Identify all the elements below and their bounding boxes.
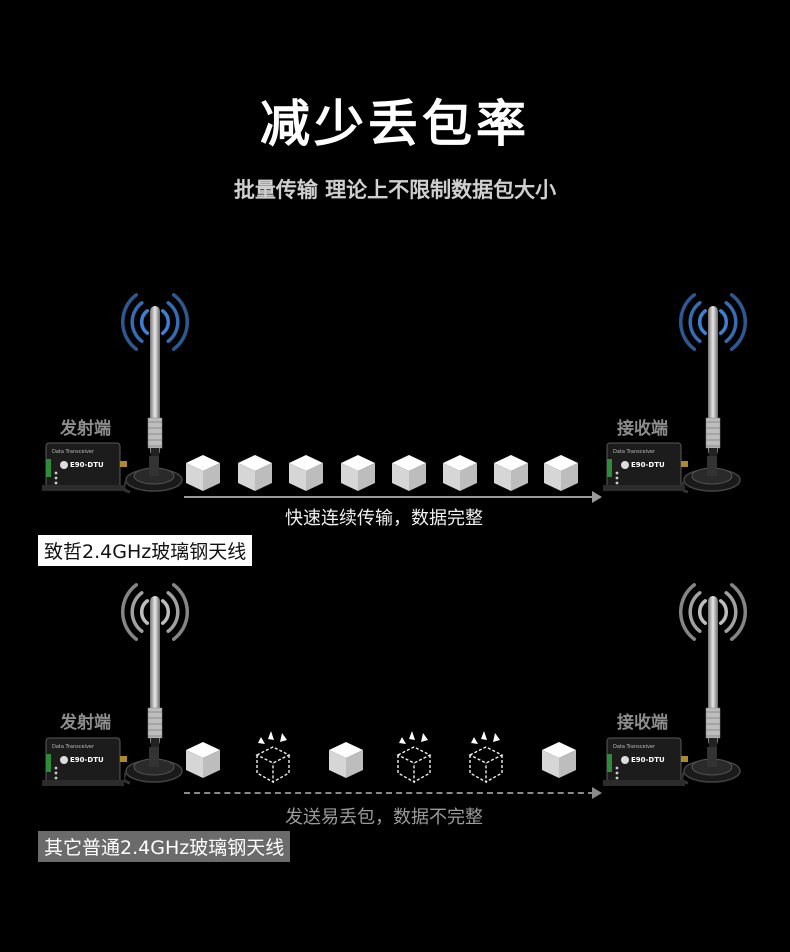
data-packet-icon: [392, 455, 426, 491]
data-packet-icon: [443, 455, 477, 491]
sender-label: 发射端: [60, 419, 111, 439]
svg-text:Data Transceiver: Data Transceiver: [52, 744, 95, 750]
data-packet-icon: [494, 455, 528, 491]
data-packet-icon: [329, 742, 363, 778]
product-tag: 其它普通2.4GHz玻璃钢天线: [38, 831, 291, 862]
receiver-label: 接收端: [617, 419, 668, 439]
antenna-icon: [121, 293, 189, 470]
arrow-head-icon: [592, 787, 602, 799]
antenna-icon: [121, 583, 189, 760]
svg-text:Data Transceiver: Data Transceiver: [613, 449, 656, 455]
data-packet-icon: [289, 455, 323, 491]
data-packet-icon: [544, 455, 578, 491]
lost-packet-icon: [255, 731, 291, 784]
svg-text:E90-DTU: E90-DTU: [631, 461, 665, 469]
transmission-line: [184, 496, 594, 498]
transmission-caption: 发送易丢包，数据不完整: [285, 807, 483, 828]
page-title: 减少丢包率: [260, 95, 530, 153]
antenna-base-icon: [124, 456, 183, 494]
transmission-caption: 快速连续传输，数据完整: [285, 508, 483, 529]
svg-text:Data Transceiver: Data Transceiver: [52, 449, 95, 455]
sender-label: 发射端: [60, 713, 111, 733]
svg-text:E90-DTU: E90-DTU: [631, 756, 665, 764]
antenna-base-icon: [124, 747, 183, 785]
receiver-label: 接收端: [617, 713, 668, 733]
svg-text:E90-DTU: E90-DTU: [70, 756, 104, 764]
svg-text:Data Transceiver: Data Transceiver: [613, 744, 656, 750]
antenna-base-icon: [682, 456, 741, 494]
data-packet-icon: [186, 742, 220, 778]
antenna-base-icon: [682, 747, 741, 785]
product-tag: 致哲2.4GHz玻璃钢天线: [38, 535, 253, 566]
svg-text:E90-DTU: E90-DTU: [70, 461, 104, 469]
antenna-icon: [679, 293, 747, 470]
transmission-line: [184, 792, 594, 794]
page-subtitle: 批量传输 理论上不限制数据包大小: [233, 178, 557, 202]
lost-packet-icon: [468, 731, 504, 784]
antenna-icon: [679, 583, 747, 760]
lost-packet-icon: [396, 731, 432, 784]
data-packet-icon: [238, 455, 272, 491]
data-packet-icon: [341, 455, 375, 491]
data-packet-icon: [186, 455, 220, 491]
data-packet-icon: [542, 742, 576, 778]
arrow-head-icon: [592, 491, 602, 503]
